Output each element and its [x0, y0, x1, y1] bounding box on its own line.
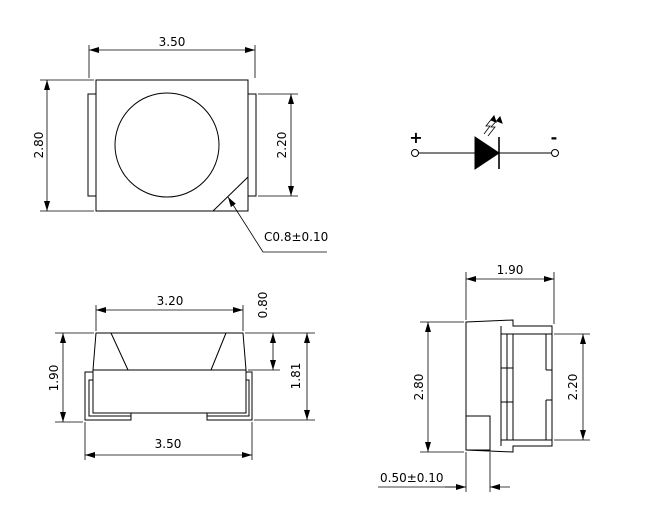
front-lens-height-dim-label: 0.80	[256, 292, 270, 319]
plus-sign: +	[409, 128, 422, 147]
side-width-dim-label: 1.90	[497, 263, 524, 277]
top-view-chamfer	[212, 176, 249, 212]
top-view-left-pad	[87, 93, 97, 197]
anode-terminal	[411, 149, 419, 157]
side-pad-width-dim-label: 0.50±0.10	[380, 471, 444, 485]
chamfer-callout-label: C0.8±0.10	[264, 230, 328, 244]
minus-sign: -	[551, 128, 558, 147]
front-top-width-dim-label: 3.20	[157, 294, 184, 308]
cathode-terminal	[551, 149, 559, 157]
front-view-right-lead	[206, 371, 253, 421]
top-view-right-pad	[247, 93, 257, 197]
diode-triangle-icon	[474, 136, 500, 170]
side-view: 1.90 2.80 2.20 0.50±0.10	[378, 263, 590, 492]
front-view-lens	[110, 332, 227, 371]
side-height-dim-label: 2.80	[412, 374, 426, 401]
front-view-body	[92, 332, 247, 414]
front-view: 3.20 3.50 1.90 0.80 1.81	[47, 292, 315, 460]
led-symbol: + -	[409, 114, 559, 170]
top-inner-height-dim-label: 2.20	[275, 132, 289, 159]
top-view-body	[95, 79, 249, 212]
top-height-dim-label: 2.80	[32, 132, 46, 159]
top-width-dim-label: 3.50	[159, 35, 186, 49]
front-view-left-lead	[84, 371, 132, 421]
front-bottom-width-dim-label: 3.50	[155, 437, 182, 451]
side-view-lead	[465, 415, 491, 451]
front-height-dim-label: 1.90	[47, 365, 61, 392]
front-body-height-dim-label: 1.81	[289, 363, 303, 390]
top-view-lens	[114, 92, 220, 198]
side-pad-height-dim-label: 2.20	[566, 374, 580, 401]
top-view: 3.50 2.80 2.20 C0.8±0.10	[32, 35, 328, 253]
side-view-body	[465, 319, 553, 453]
